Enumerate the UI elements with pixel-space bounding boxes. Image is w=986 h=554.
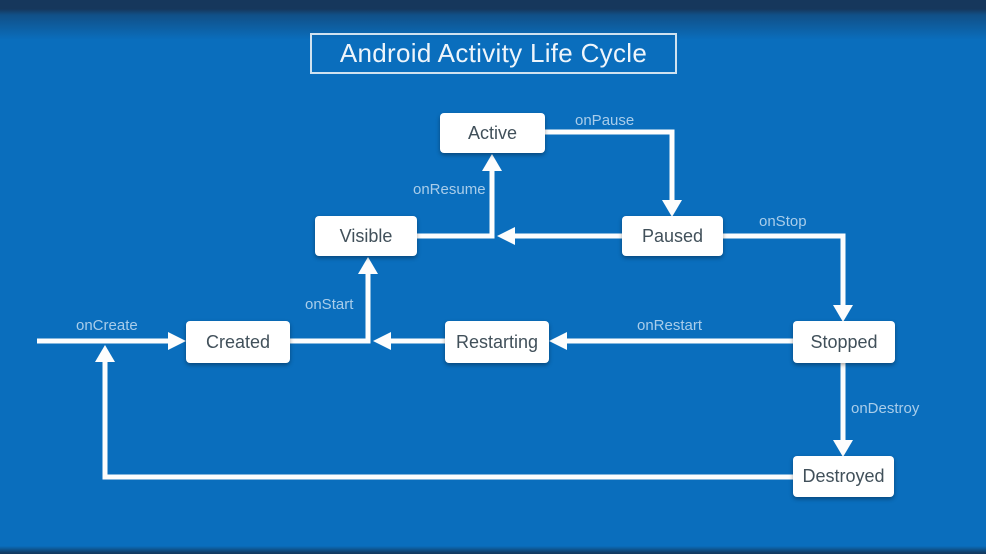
diagram-title: Android Activity Life Cycle — [310, 33, 677, 74]
arrow-paused-to-junction — [497, 227, 622, 245]
edge-label-onstop: onStop — [759, 213, 807, 230]
node-restarting: Restarting — [445, 321, 549, 363]
edge-label-onrestart: onRestart — [637, 317, 703, 334]
edge-label-oncreate: onCreate — [76, 317, 138, 334]
arrow-onpause — [545, 129, 682, 217]
edge-label-ondestroy: onDestroy — [851, 400, 920, 417]
arrow-onrestart — [549, 332, 793, 350]
arrow-ondestroy — [833, 363, 853, 457]
node-visible: Visible — [315, 216, 417, 256]
node-created: Created — [186, 321, 290, 363]
arrow-restarting-to-junction — [373, 332, 445, 350]
arrow-onstart — [289, 257, 378, 344]
node-active: Active — [440, 113, 545, 153]
node-paused: Paused — [622, 216, 723, 256]
arrow-oncreate — [37, 332, 186, 350]
node-stopped: Stopped — [793, 321, 895, 363]
edge-label-onstart: onStart — [305, 296, 354, 313]
arrow-loopback — [95, 345, 793, 480]
arrow-onresume — [417, 154, 502, 239]
edge-label-onpause: onPause — [575, 112, 635, 129]
edge-label-onresume: onResume — [413, 181, 486, 198]
node-destroyed: Destroyed — [793, 456, 894, 497]
arrow-onstop — [723, 233, 853, 322]
